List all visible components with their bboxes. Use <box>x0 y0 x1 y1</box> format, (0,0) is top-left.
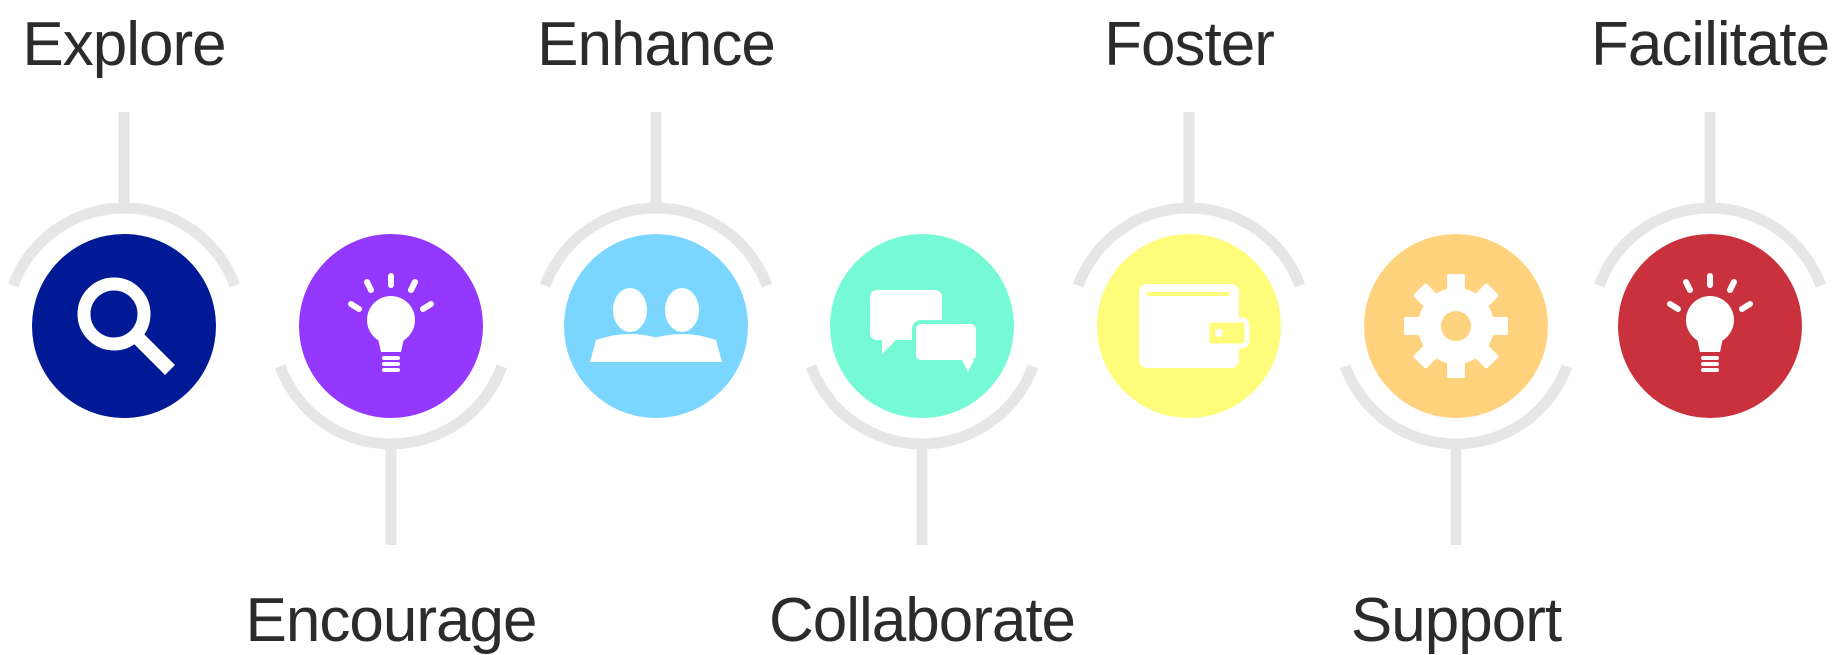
gear-icon <box>1404 274 1508 378</box>
chat-icon <box>870 290 980 372</box>
step-circle <box>32 234 216 418</box>
wallet-icon <box>1139 284 1250 368</box>
magnifier-icon <box>77 277 175 375</box>
step-label: Enhance <box>537 10 776 79</box>
step-enhance <box>564 234 748 418</box>
step-label: Support <box>1350 586 1562 655</box>
connector-arc <box>7 202 241 288</box>
step-collaborate <box>830 234 1014 418</box>
step-circles <box>32 234 1802 418</box>
step-facilitate <box>1618 234 1802 418</box>
step-foster <box>1097 234 1281 418</box>
step-encourage <box>299 234 483 418</box>
people-icon <box>590 288 722 362</box>
step-support <box>1364 234 1548 418</box>
step-label: Collaborate <box>768 586 1076 655</box>
step-circle <box>564 234 748 418</box>
step-label: Foster <box>1104 10 1275 79</box>
step-label: Encourage <box>245 586 538 655</box>
connector-arc <box>1593 202 1827 288</box>
step-label: Facilitate <box>1590 10 1830 79</box>
connectors <box>7 112 1827 545</box>
step-explore <box>32 234 216 418</box>
connector-arc <box>1339 364 1573 450</box>
step-label: Explore <box>22 10 226 79</box>
lightbulb-icon <box>348 273 434 372</box>
connector-arc <box>1072 202 1306 288</box>
lightbulb-icon <box>1667 273 1753 372</box>
connector-arc <box>805 364 1039 450</box>
